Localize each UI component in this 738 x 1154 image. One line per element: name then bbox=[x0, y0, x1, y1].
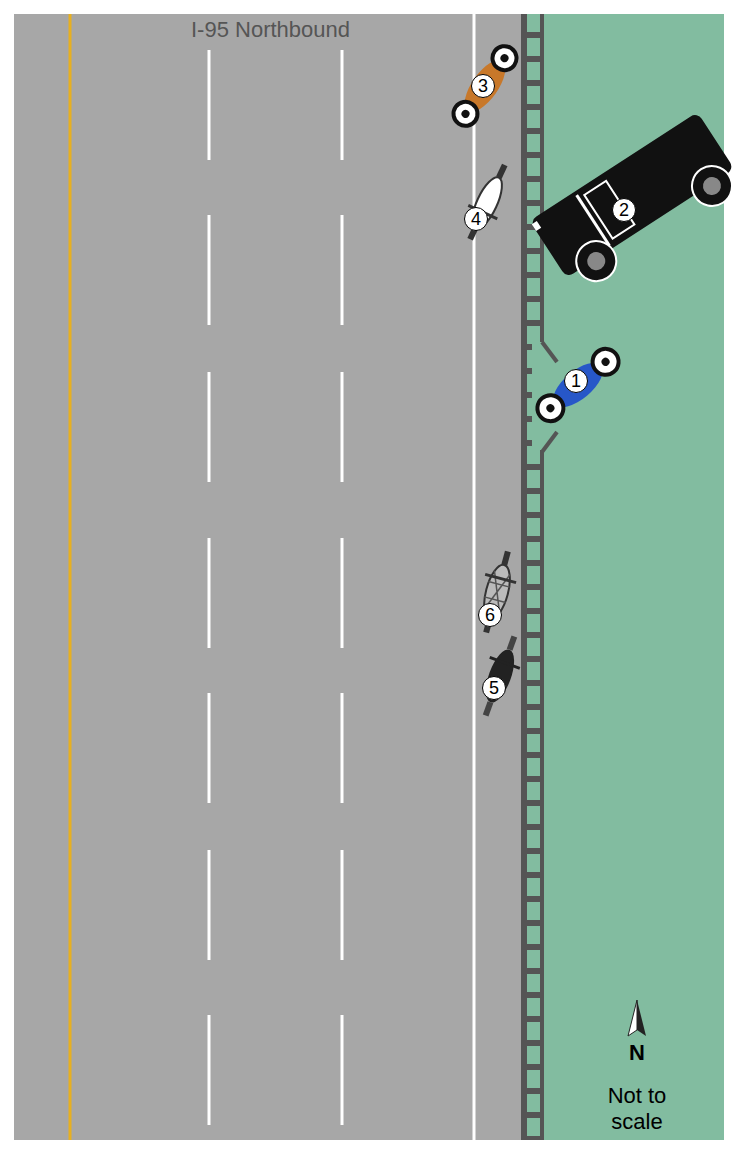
motorcycle bbox=[448, 41, 522, 131]
motorcycle bbox=[471, 631, 530, 721]
road-name: I-95 Northbound bbox=[191, 17, 350, 43]
scale-note: Not to scale bbox=[592, 1083, 682, 1135]
callout-number: 1 bbox=[564, 369, 588, 393]
callout-number: 5 bbox=[482, 676, 506, 700]
white-edge-line bbox=[473, 14, 476, 1140]
pickup-truck bbox=[530, 112, 738, 296]
motorcycle bbox=[456, 158, 520, 246]
callout-number: 4 bbox=[464, 207, 488, 231]
north-arrow bbox=[628, 1000, 646, 1036]
callout-number: 6 bbox=[478, 603, 502, 627]
motorcycle bbox=[531, 343, 624, 427]
callout-number: 3 bbox=[471, 74, 495, 98]
yellow-edge-line bbox=[69, 14, 72, 1140]
guardrail bbox=[524, 14, 557, 1140]
compass-letter: N bbox=[629, 1040, 645, 1066]
callout-number: 2 bbox=[612, 198, 636, 222]
lane-dashes bbox=[209, 50, 342, 1125]
motorcycle bbox=[471, 547, 524, 636]
road-surface bbox=[14, 14, 524, 1140]
